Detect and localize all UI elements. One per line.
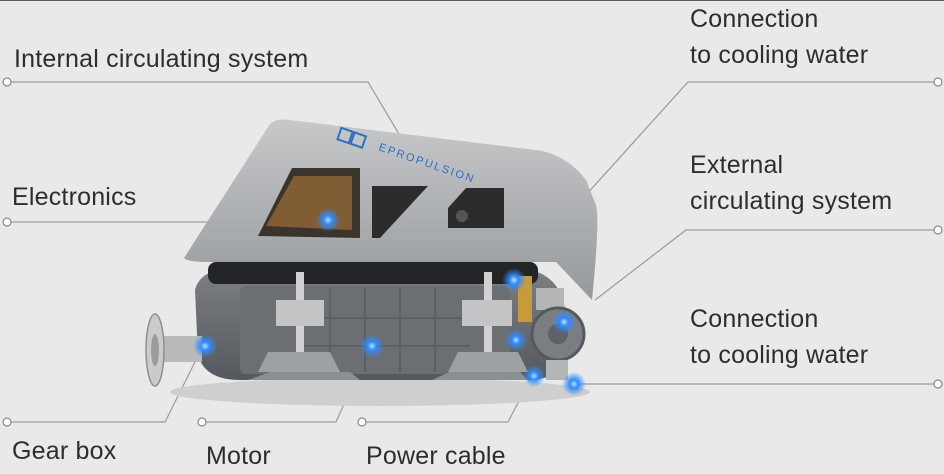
label-external-circulating-system: External circulating system xyxy=(690,151,893,215)
hotspot-connection-bottom xyxy=(562,372,586,396)
label-electronics: Electronics xyxy=(12,183,137,211)
housing-window-2 xyxy=(372,186,428,238)
hotspot-external-circulating xyxy=(552,310,576,334)
endpoint-connection-bottom xyxy=(933,379,943,389)
mount-left xyxy=(258,272,340,372)
label-gear-box: Gear box xyxy=(12,437,117,465)
leader-external-circulating xyxy=(594,229,938,301)
leader-connection-top xyxy=(584,81,938,197)
leader-gear-box xyxy=(7,345,204,423)
hotspots xyxy=(193,208,586,396)
hotspot-gear-box xyxy=(193,334,217,358)
hotspot-power-cable-1 xyxy=(505,329,527,351)
brand-logo-icon xyxy=(336,126,368,149)
label-connection-bottom: Connection to cooling water xyxy=(690,305,869,369)
hotspot-internal-circulating xyxy=(502,268,526,292)
label-connection-top: Connection to cooling water xyxy=(690,5,869,69)
hotspot-motor xyxy=(360,334,384,358)
hotspot-electronics xyxy=(316,208,340,232)
endpoint-internal xyxy=(2,77,12,87)
hotspot-power-cable-2 xyxy=(523,365,545,387)
endpoint-connection-top xyxy=(933,77,943,87)
endpoint-external xyxy=(933,225,943,235)
label-internal-circulating-system: Internal circulating system xyxy=(14,45,309,73)
label-power-cable: Power cable xyxy=(366,442,506,470)
endpoint-power-cable xyxy=(357,417,367,427)
endpoint-electronics xyxy=(2,217,12,227)
motor-assembly: EPROPULSION xyxy=(145,119,598,406)
top-border-line xyxy=(0,0,944,1)
endpoint-motor xyxy=(197,417,207,427)
line-endpoints xyxy=(2,77,943,427)
mount-right xyxy=(448,272,528,372)
label-motor: Motor xyxy=(206,442,271,470)
endpoint-gear-box xyxy=(2,417,12,427)
